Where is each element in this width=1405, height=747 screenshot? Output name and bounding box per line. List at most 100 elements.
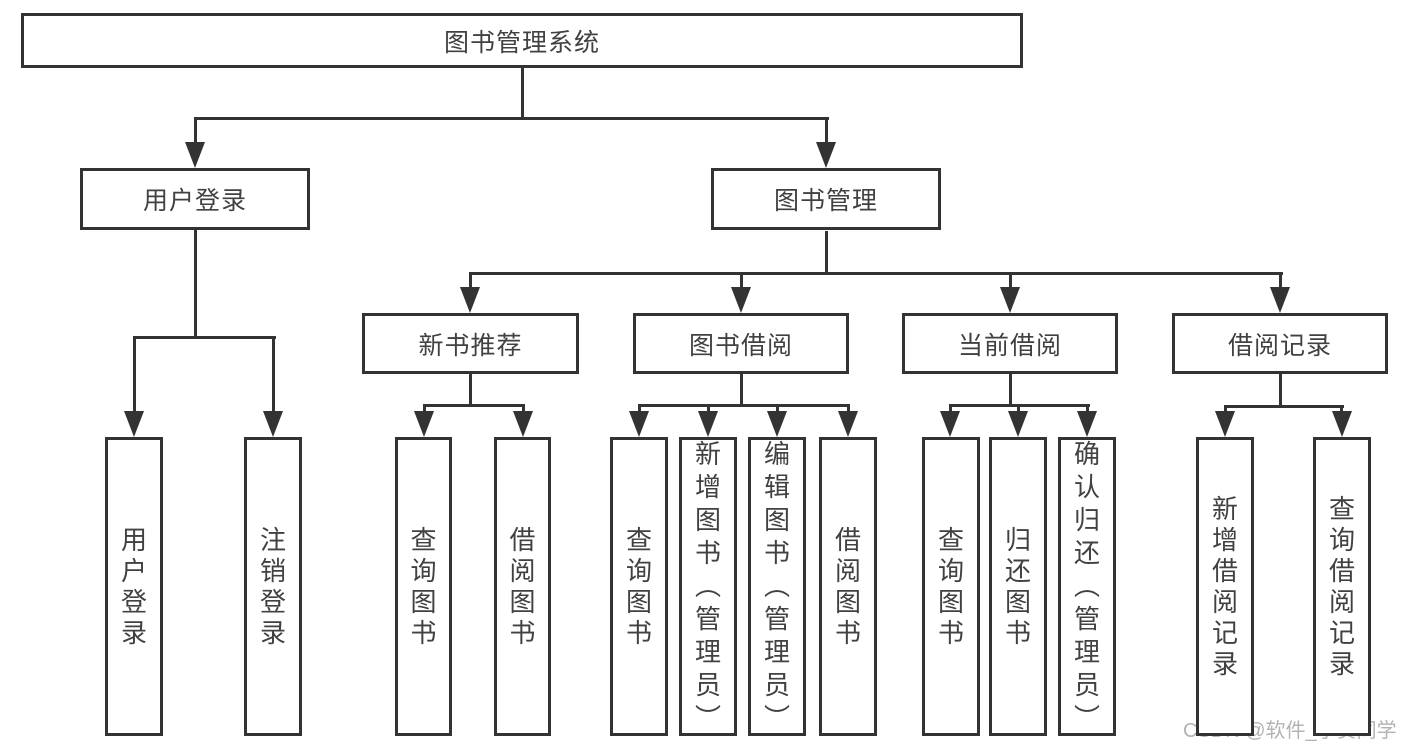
node-label: 图书管理 [773,187,878,215]
node-label-char: 注 [259,524,286,555]
arrow-down-icon [1270,287,1290,313]
arrow-down-icon [185,142,205,168]
arrow-down-icon [263,411,283,437]
node-label-char: ︵ [763,571,790,601]
node-label-char: 新 [694,439,721,469]
node-label-char: 新 [1211,493,1238,524]
arrow-down-icon [1077,411,1097,437]
node-label-char: 借 [1328,555,1355,586]
node-label-char: 增 [694,472,721,502]
node-label-char: 销 [259,555,286,586]
connector-line [638,404,850,407]
connector-line [469,272,1283,275]
node-label-char: 图 [937,586,964,617]
arrow-down-icon [124,411,144,437]
node-label-char: ︶ [694,703,721,733]
connector-line [194,117,829,120]
node-label-char: 编 [763,439,790,469]
connector-line [1009,275,1012,293]
connector-line [740,275,743,293]
connector-line [1224,405,1344,408]
node-bb-borrow-books: 借阅图书 [819,437,877,736]
connector-line [133,336,276,339]
node-label-char: ︶ [1073,703,1100,733]
connector-line [194,120,197,148]
arrow-down-icon [1215,411,1235,437]
connector-line [949,404,1090,407]
arrow-down-icon [1332,411,1352,437]
node-label-char: 管 [1073,604,1100,634]
connector-line [1009,374,1012,407]
connector-line [133,339,136,413]
node-label-char: 录 [259,617,286,648]
node-bb-add-books: 新增图书︵管理员︶ [679,437,737,736]
node-logout: 注销登录 [244,437,302,736]
arrow-down-icon [1000,287,1020,313]
node-label-char: 登 [259,586,286,617]
arrow-down-icon [629,411,649,437]
node-label-char: 书 [937,617,964,648]
node-label-char: 还 [1073,538,1100,568]
node-label-char: 管 [763,604,790,634]
node-label-char: 登 [120,586,147,617]
node-label-char: 图 [625,586,652,617]
node-cb-query-books: 查询图书 [922,437,980,736]
node-label-char: 录 [1211,648,1238,679]
connector-line [469,374,472,407]
node-label-char: 询 [1328,524,1355,555]
arrow-down-icon [731,287,751,313]
node-label-char: 询 [410,555,437,586]
node-book-borrow: 图书借阅 [633,313,849,374]
node-label-char: 图 [509,586,536,617]
connector-line [1279,374,1282,408]
node-label-char: 查 [410,524,437,555]
node-label-char: 查 [1328,493,1355,524]
connector-line [521,68,524,120]
node-label: 借阅记录 [1227,331,1332,360]
node-label-char: 查 [937,524,964,555]
node-cb-confirm-return: 确认归还︵管理员︶ [1058,437,1116,736]
node-label: 用户登录 [142,187,247,215]
node-label-char: 书 [694,538,721,568]
node-label-char: 询 [937,555,964,586]
node-label-char: 阅 [1328,586,1355,617]
node-nb-borrow-books: 借阅图书 [494,437,551,736]
node-label-char: 理 [763,637,790,667]
arrow-down-icon [767,411,787,437]
arrow-down-icon [460,287,480,313]
arrow-down-icon [1008,411,1028,437]
node-label-char: 阅 [509,555,536,586]
node-nb-query-books: 查询图书 [395,437,452,736]
node-label-char: 询 [625,555,652,586]
node-label: 图书管理系统 [443,28,600,57]
arrow-down-icon [838,411,858,437]
node-label-char: 员 [694,670,721,700]
node-current-borrow: 当前借阅 [902,313,1118,374]
node-borrow-records: 借阅记录 [1172,313,1388,374]
node-label-char: 记 [1211,617,1238,648]
node-library-system: 图书管理系统 [21,13,1023,68]
connector-line [469,275,472,293]
arrow-down-icon [513,411,533,437]
node-user-login: 用户登录 [80,168,310,230]
node-label-char: 录 [1328,648,1355,679]
node-label: 当前借阅 [957,331,1062,360]
node-label: 新书推荐 [418,331,523,360]
node-label-char: 认 [1073,472,1100,502]
node-label-char: ︶ [763,703,790,733]
node-bb-edit-books: 编辑图书︵管理员︶ [748,437,806,736]
node-br-add-record: 新增借阅记录 [1196,437,1254,736]
node-label-char: 确 [1073,439,1100,469]
node-new-book-recommend: 新书推荐 [362,313,579,374]
node-label-char: 还 [1004,555,1031,586]
node-label-char: 员 [763,670,790,700]
node-label-char: ︵ [1073,571,1100,601]
node-label-char: 用 [120,524,147,555]
node-label-char: 书 [625,617,652,648]
node-label-char: 录 [120,617,147,648]
connector-line [272,339,275,413]
node-label-char: 借 [834,524,861,555]
node-label-char: 图 [763,505,790,535]
node-label-char: 图 [1004,586,1031,617]
